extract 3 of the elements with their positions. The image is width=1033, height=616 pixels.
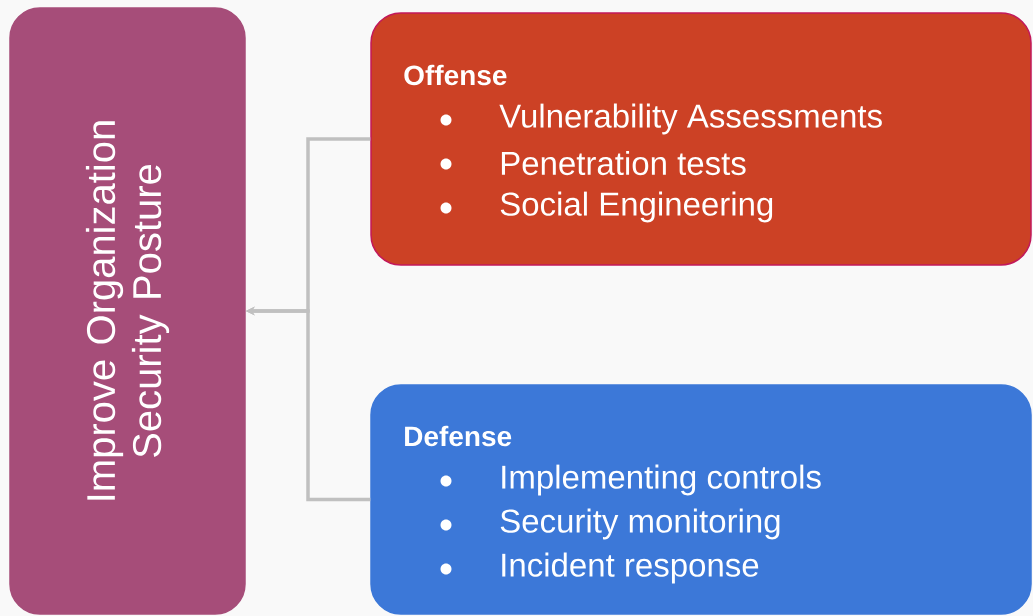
category-box: Offense Vulnerability Assessments Penetration tests Social Engineering [370, 12, 1032, 266]
title-box: Improve Organization Security Posture [9, 7, 246, 615]
category-box: Defense Implementing controls Security monitoring Incident response [370, 384, 1032, 615]
